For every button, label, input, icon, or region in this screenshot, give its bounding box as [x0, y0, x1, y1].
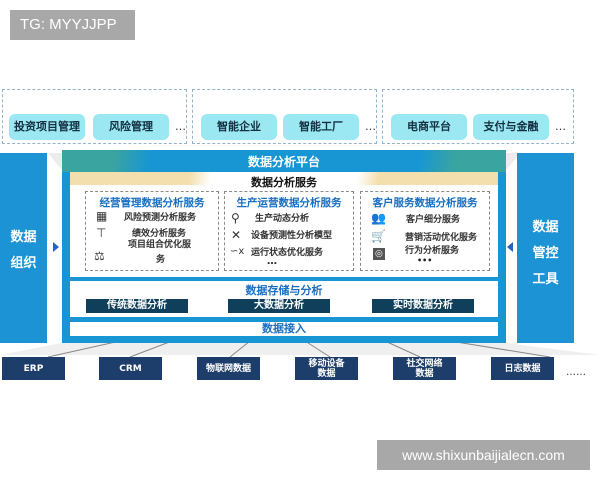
services-header-band: 数据分析服务: [70, 172, 498, 189]
app-investment-project-mgmt[interactable]: 投资项目管理: [9, 114, 85, 140]
sources-more-ellipsis: ……: [566, 367, 586, 378]
service-item: 务: [156, 255, 166, 265]
service-box-production-ops: 生产运营数据分析服务 ⚲ ✕ ∽x 生产动态分析 设备预测性分析模型 运行状态优…: [224, 191, 354, 271]
service-more-ellipsis: •••: [417, 256, 433, 265]
platform-header: 数据分析平台: [62, 150, 506, 172]
realtime-analysis-block: 实时数据分析: [372, 299, 474, 313]
cash-icon: ◎: [373, 248, 385, 260]
people-icon: 👥: [371, 211, 386, 225]
app-risk-mgmt[interactable]: 风险管理: [93, 114, 169, 140]
pillar-right-line3: 工具: [532, 272, 559, 287]
app-group-smart: 智能企业 智能工厂 …: [192, 89, 377, 144]
source-erp: ERP: [2, 357, 65, 380]
service-item: 营销活动优化服务: [405, 233, 478, 243]
services-title: 数据分析服务: [251, 176, 317, 189]
service-more-ellipsis: …: [267, 256, 277, 267]
building-chart-icon: ▦: [96, 209, 108, 223]
app-group-investment: 投资项目管理 风险管理 …: [2, 89, 187, 144]
data-analysis-services: 数据分析服务 经营管理数据分析服务 ▦ ⊤ ⚖ 风险预测分析服务 绩效分析服务 …: [70, 172, 498, 277]
data-storage-analysis: 数据存储与分析 传统数据分析 大数据分析 实时数据分析: [70, 281, 498, 317]
pillar-left-line2: 组织: [10, 256, 37, 271]
traditional-analysis-block: 传统数据分析: [86, 299, 188, 313]
platform-title: 数据分析平台: [247, 155, 320, 169]
app-payment-finance[interactable]: 支付与金融: [473, 114, 549, 140]
service-box-business-mgmt: 经营管理数据分析服务 ▦ ⊤ ⚖ 风险预测分析服务 绩效分析服务 项目组合优化服…: [85, 191, 219, 271]
service-item: 生产动态分析: [255, 214, 310, 224]
app-more-ellipsis: …: [555, 120, 566, 133]
source-log-data: 日志数据: [491, 357, 554, 380]
app-more-ellipsis: …: [365, 120, 376, 133]
route-icon: ∽x: [230, 246, 245, 257]
app-ecommerce-platform[interactable]: 电商平台: [391, 114, 467, 140]
service-item: 风险预测分析服务: [124, 213, 197, 223]
pillar-left-line1: 数据: [10, 230, 37, 245]
source-mobile-device-data: 移动设备 数据: [295, 357, 358, 380]
watermark-top: TG: MYYJJPP: [10, 10, 135, 40]
app-group-commerce: 电商平台 支付与金融 …: [382, 89, 574, 144]
data-analysis-platform: 数据分析平台 数据分析服务 经营管理数据分析服务 ▦ ⊤ ⚖ 风险预测分析服务 …: [62, 150, 506, 343]
data-governance-tools-pillar: 数据 管控 工具: [517, 153, 574, 343]
service-box-customer: 客户服务数据分析服务 👥 🛒 ◎ 客户细分服务 营销活动优化服务 行为分析服务 …: [360, 191, 490, 271]
service-item: 行为分析服务: [405, 246, 460, 256]
app-smart-factory[interactable]: 智能工厂: [283, 114, 359, 140]
scale-icon: ⚖: [94, 249, 105, 263]
service-item: 项目组合优化服: [128, 240, 192, 250]
pillar-right-line1: 数据: [532, 220, 559, 235]
service-box-title: 生产运营数据分析服务: [236, 197, 342, 209]
storage-title: 数据存储与分析: [245, 284, 323, 297]
arrow-right-icon: [53, 242, 59, 252]
cart-icon: 🛒: [371, 229, 386, 243]
source-social-network-data: 社交网络 数据: [393, 357, 456, 380]
pillar-right-line2: 管控: [532, 246, 559, 261]
watermark-bottom: www.shixunbaijialecn.com: [377, 440, 590, 470]
data-access-layer: 数据接入: [70, 322, 498, 336]
magnifier-icon: ⚲: [231, 211, 240, 225]
big-data-analysis-block: 大数据分析: [228, 299, 330, 313]
service-item: 运行状态优化服务: [251, 248, 324, 258]
arrow-left-icon: [507, 242, 513, 252]
faucet-icon: ⊤: [96, 226, 107, 240]
tools-icon: ✕: [231, 228, 242, 242]
service-item: 客户细分服务: [406, 215, 461, 225]
source-iot-data: 物联网数据: [197, 357, 260, 380]
source-crm: CRM: [99, 357, 162, 380]
service-box-title: 经营管理数据分析服务: [99, 197, 205, 209]
app-smart-enterprise[interactable]: 智能企业: [201, 114, 277, 140]
service-item: 设备预测性分析模型: [251, 231, 333, 241]
app-more-ellipsis: …: [175, 120, 186, 133]
service-item: 绩效分析服务: [132, 229, 187, 239]
data-organization-pillar: 数据 组织: [0, 153, 47, 343]
service-box-title: 客户服务数据分析服务: [372, 197, 478, 209]
access-title: 数据接入: [262, 322, 306, 335]
